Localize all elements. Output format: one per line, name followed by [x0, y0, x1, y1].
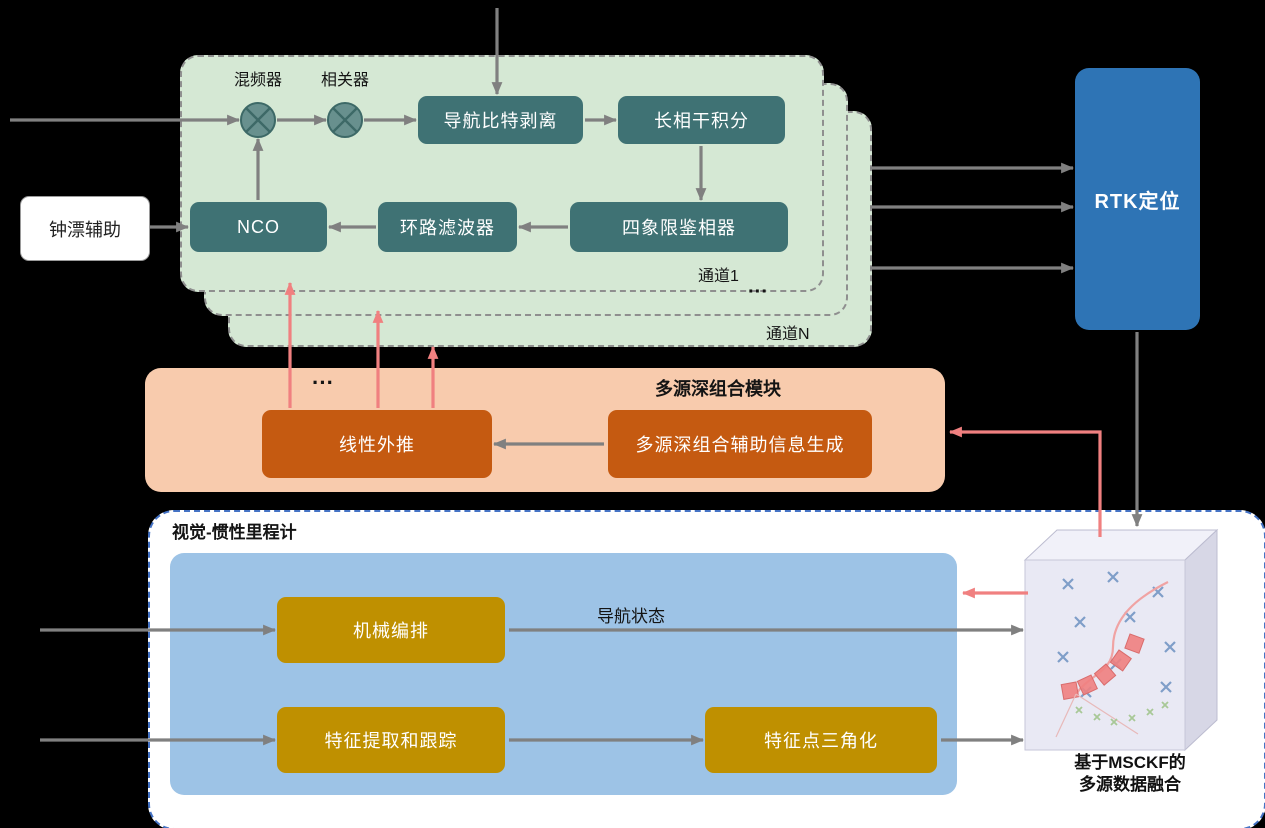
deep-integration-title: 多源深组合模块 — [655, 379, 781, 399]
feature-tracking-node: 特征提取和跟踪 — [277, 707, 505, 773]
channels-ellipsis: ··· — [748, 281, 768, 303]
quadrant-discriminator-node: 四象限鉴相器 — [570, 202, 788, 252]
loop-filter-node: 环路滤波器 — [378, 202, 517, 252]
ground-feature-marks — [1075, 701, 1169, 726]
msckf-caption-line2: 多源数据融合 — [1079, 775, 1181, 794]
channel-n-label: 通道N — [766, 326, 810, 343]
vio-title: 视觉-惯性里程计 — [172, 523, 297, 542]
nav-state-label: 导航状态 — [597, 607, 665, 626]
mixer-label: 混频器 — [234, 72, 283, 89]
msckf-fusion-box — [1023, 528, 1219, 752]
cube-right-face — [1184, 528, 1218, 752]
camera-fov-lines — [1055, 693, 1139, 738]
cube-top-face — [1023, 529, 1219, 561]
long-coherent-integration-node: 长相干积分 — [618, 96, 785, 144]
aux-info-generation-node: 多源深组合辅助信息生成 — [608, 410, 872, 478]
msckf-caption-line1: 基于MSCKF的 — [1074, 753, 1186, 772]
linear-extrapolation-node: 线性外推 — [262, 410, 492, 478]
channel-1-label: 通道1 — [698, 268, 739, 285]
mechanization-node: 机械编排 — [277, 597, 505, 663]
deep-integration-ellipsis: ··· — [312, 370, 334, 395]
feature-triangulation-node: 特征点三角化 — [705, 707, 937, 773]
camera-pose-quads — [1060, 633, 1145, 700]
rtk-positioning-node: RTK定位 — [1075, 68, 1200, 330]
msckf-caption: 基于MSCKF的 多源数据融合 — [1040, 752, 1220, 796]
clock-drift-aid-node: 钟漂辅助 — [20, 196, 150, 261]
nav-bit-strip-node: 导航比特剥离 — [418, 96, 583, 144]
channel-layer-1 — [180, 55, 824, 292]
nco-node: NCO — [190, 202, 327, 252]
correlator-label: 相关器 — [321, 72, 370, 89]
